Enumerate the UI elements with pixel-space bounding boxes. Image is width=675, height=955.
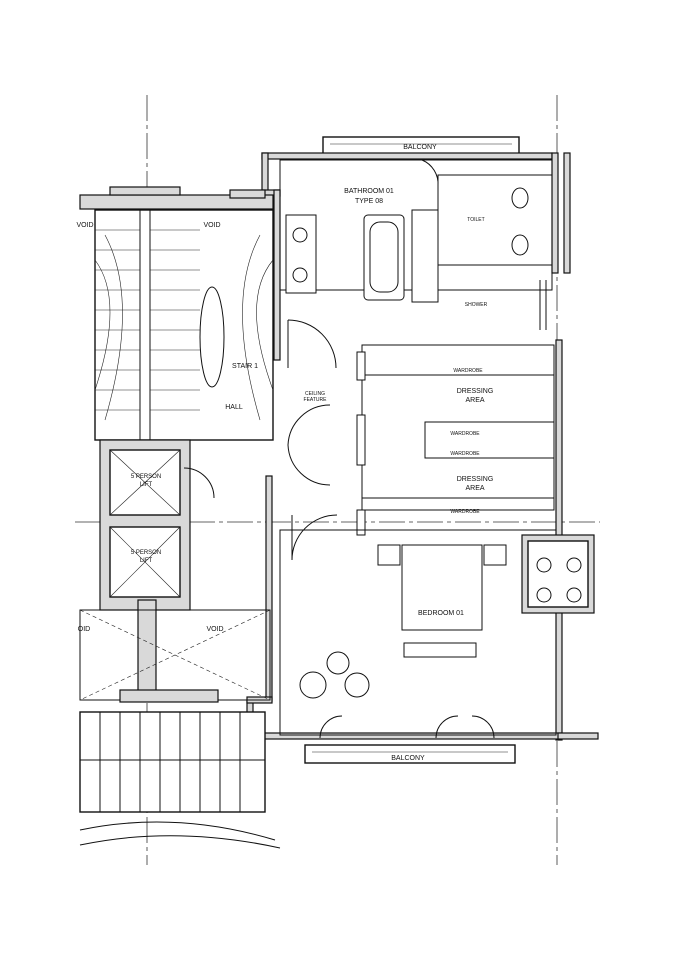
toilet-label: TOILET [467, 217, 484, 223]
stair-label: STAIR 1 [232, 363, 258, 370]
lift-2-label-2: LIFT [140, 558, 153, 564]
dressing-area-1-label: DRESSING [457, 388, 494, 395]
void-label-bottom-right: VOID [206, 626, 223, 633]
dressing-area-1-label-2: AREA [465, 397, 484, 404]
wardrobe-label-4: WARDROBE [450, 509, 480, 515]
wardrobe-label-1: WARDROBE [453, 368, 483, 374]
bathroom-type-label: TYPE 08 [355, 198, 383, 205]
lift-1-label-2: LIFT [140, 482, 153, 488]
hall-doors [183, 319, 338, 561]
balcony-bottom [304, 744, 516, 764]
bedroom [279, 529, 557, 739]
dressing-area-2-label: DRESSING [457, 476, 494, 483]
stair-core [79, 186, 274, 441]
wardrobe-label-2: WARDROBE [450, 431, 480, 437]
void-label-left: VOID [76, 222, 93, 229]
balcony-bottom-label: BALCONY [391, 755, 425, 762]
bathroom [279, 159, 553, 330]
ceiling-feature-label: CEILING [305, 391, 325, 397]
void-lower [79, 609, 281, 849]
lift-2-label: 5 PERSON [131, 550, 161, 556]
dressing-area-2-label-2: AREA [465, 485, 484, 492]
lift-shafts [99, 439, 191, 701]
dressing-area [356, 344, 555, 536]
ceiling-feature-label-2: FEATURE [304, 397, 328, 403]
bathroom-label: BATHROOM 01 [344, 188, 394, 195]
void-label-bottom-left: OID [78, 626, 90, 633]
void-label-right: VOID [203, 222, 220, 229]
balcony-top-label: BALCONY [403, 144, 437, 151]
bedroom-label: BEDROOM 01 [418, 610, 464, 617]
wardrobe-label-3: WARDROBE [450, 451, 480, 457]
shower-label: SHOWER [465, 302, 488, 308]
service-shaft [521, 534, 595, 614]
hall-label: HALL [225, 404, 243, 411]
lift-1-label: 5 PERSON [131, 474, 161, 480]
